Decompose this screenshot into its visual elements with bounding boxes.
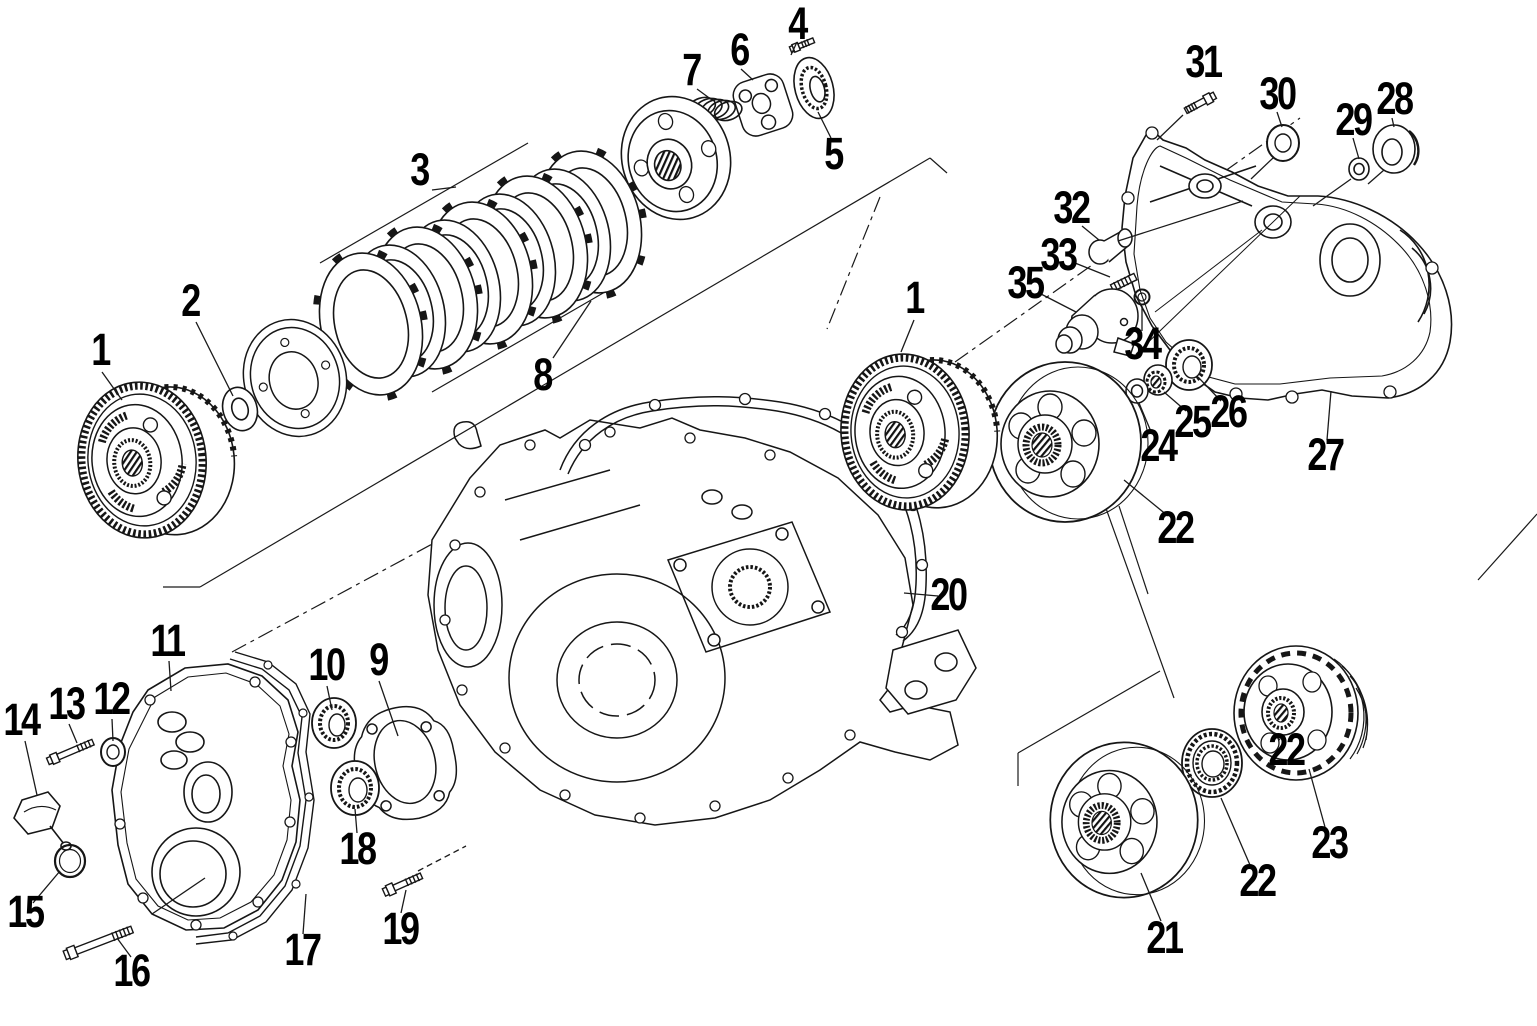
part-11-crankcase-cover [111,663,301,931]
part-22-sprag-clutch [1181,728,1243,798]
part-30-seal [1266,124,1300,162]
part-crankcase [427,417,977,826]
part-29-washer [1348,157,1370,181]
part-3-8-clutch-plate-stack [312,144,649,402]
part-21-clutch-drum [1050,742,1204,897]
part-18-bearing [330,760,380,816]
part-34-o-ring [1133,288,1151,306]
part-23-clutch-shoe-assembly [1233,645,1369,781]
part-24-washer [1125,378,1149,404]
part-26-bearing [1165,339,1213,391]
part-1-clutch-basket-left [70,373,241,544]
part-25-nut [1143,364,1173,396]
part-15-o-ring [53,843,87,879]
part-28-grommet [1372,124,1420,174]
part-27-side-cover [1121,126,1453,404]
part-17-cover-gasket [195,651,315,945]
part-32-plug [1088,228,1133,265]
part-pressure-plate [620,95,732,221]
part-2-washer [221,386,259,432]
part-14-cap [13,791,72,851]
part-10-bearing [311,697,357,749]
part-12-seal [100,737,126,767]
part-9-gasket-plate [353,705,458,821]
part-35-one-way-hub [1055,288,1139,357]
part-1-clutch-basket-right [836,348,1003,515]
part-19-bolt [381,872,424,898]
part-5-bearing [793,56,835,120]
part-6-spring-retainer [732,73,794,137]
part-20-gasket [559,392,929,642]
leader-lines [24,41,1395,958]
frame-lines [163,142,1537,786]
part-22-one-way-drum [989,362,1148,522]
part-16-bolt [62,925,135,961]
part-31-bolt [1183,91,1218,115]
part-33-screw [1109,272,1138,293]
part-13-bolt [45,738,96,766]
